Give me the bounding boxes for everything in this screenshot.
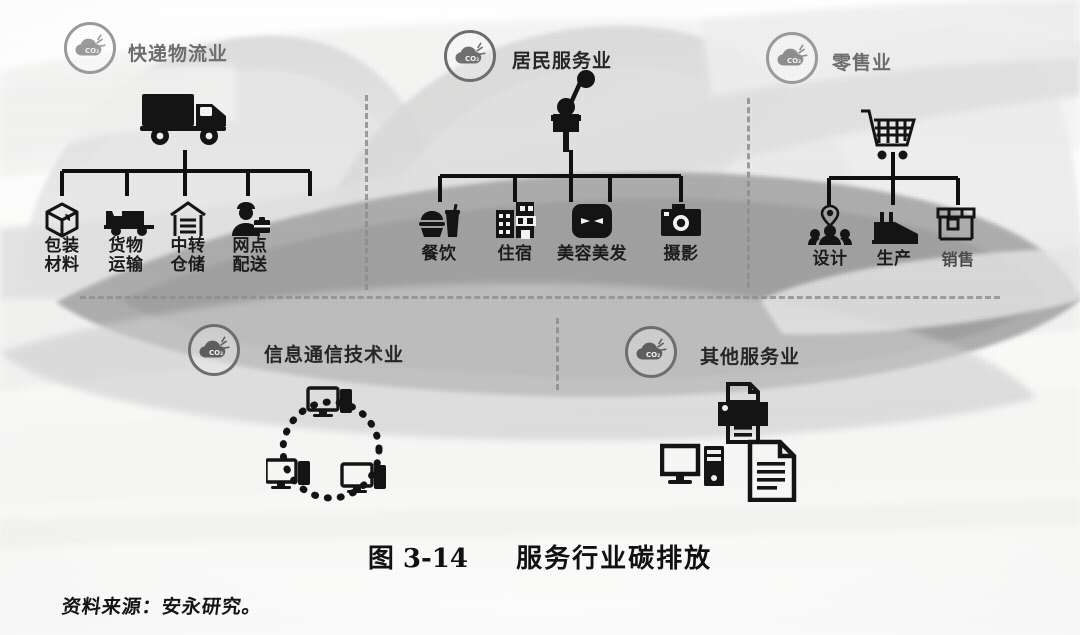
co2-cloud-icon: CO₂	[777, 44, 808, 66]
leaf-label-sheji: 设计	[812, 249, 848, 269]
svg-text:CO₂: CO₂	[209, 349, 223, 357]
co2-cloud-icon: CO₂	[199, 336, 230, 358]
svg-text:CO₂: CO₂	[85, 47, 99, 55]
svg-text:CO₂: CO₂	[646, 351, 660, 359]
section-title-retail: 零售业	[832, 52, 893, 74]
section-title-resident-services: 居民服务业	[512, 50, 613, 72]
storefront-icon	[936, 207, 976, 241]
camera-icon	[660, 202, 702, 238]
svg-text:CO₂: CO₂	[465, 55, 479, 63]
figure-caption: 图 3-14 服务行业碳排放	[0, 538, 1080, 575]
leaf-label-zhusu: 住宿	[497, 244, 533, 264]
person-waving-icon	[548, 70, 600, 152]
warehouse-icon	[168, 199, 208, 239]
leaf-label-huowu: 货物 运输	[108, 236, 144, 276]
cargo-truck-icon	[104, 205, 156, 237]
leaf-label-wangdian: 网点 配送	[232, 236, 268, 276]
co2-badge-express-logistics: CO₂	[64, 22, 116, 74]
co2-badge-resident-services: CO₂	[444, 30, 496, 82]
leaf-label-zhongzhuan: 中转 仓储	[170, 236, 206, 276]
section-title-ict: 信息通信技术业	[264, 344, 405, 366]
section-title-other-services: 其他服务业	[700, 346, 801, 368]
delivery-truck-icon	[138, 88, 234, 150]
leaf-label-baozhuang: 包装 材料	[44, 236, 80, 276]
leaf-label-shengchan: 生产	[876, 249, 912, 269]
figure-title: 服务行业碳排放	[516, 544, 713, 574]
hotel-building-icon	[494, 200, 536, 240]
svg-text:CO₂: CO₂	[787, 57, 801, 65]
leaf-label-meirong: 美容美发	[557, 244, 627, 264]
section-title-express-logistics: 快递物流业	[128, 43, 229, 65]
design-team-icon	[808, 205, 852, 245]
divider-horizontal	[80, 296, 1000, 299]
co2-badge-retail: CO₂	[766, 32, 818, 84]
leaf-label-xiaoshou: 销售	[941, 250, 975, 269]
co2-badge-other-services: CO₂	[625, 326, 677, 378]
leaf-label-canyin: 餐饮	[421, 244, 457, 264]
beauty-mirror-icon	[570, 202, 614, 240]
co2-cloud-icon: CO₂	[455, 42, 486, 64]
co2-badge-ict: CO₂	[188, 324, 240, 376]
co2-cloud-icon: CO₂	[75, 34, 106, 56]
figure-source: 资料来源：安永研究。	[60, 596, 264, 618]
divider-vertical-left	[365, 95, 368, 290]
co2-cloud-icon: CO₂	[636, 338, 667, 360]
divider-vertical-right	[747, 98, 750, 288]
leaf-label-sheying: 摄影	[663, 244, 699, 264]
factory-icon	[872, 210, 918, 244]
food-drink-icon	[418, 204, 462, 240]
printer-computer-document-icon	[660, 382, 820, 502]
divider-vertical-bottom	[556, 318, 559, 390]
network-computers-icon	[266, 386, 396, 511]
courier-person-icon	[230, 200, 272, 238]
shopping-cart-icon	[858, 108, 924, 164]
package-box-icon	[44, 201, 80, 239]
figure-number: 图 3-14	[367, 544, 468, 574]
